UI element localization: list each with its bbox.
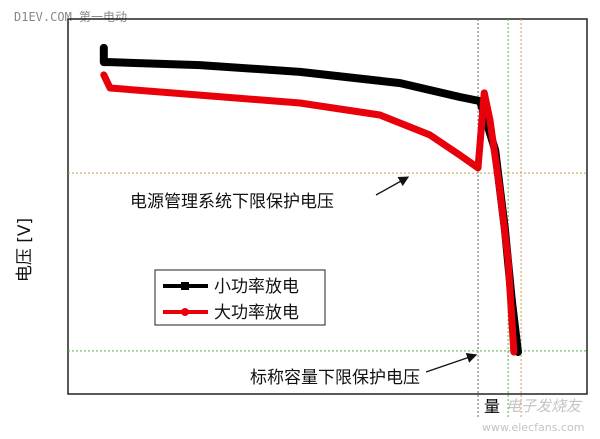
legend-marker-small [181, 282, 189, 290]
data-point [511, 350, 516, 354]
y-axis-label: 电压 [V] [15, 218, 35, 282]
data-point [497, 188, 502, 192]
watermark-url: www.elecfans.com [482, 421, 585, 434]
data-point [487, 117, 492, 122]
data-point [457, 153, 462, 158]
data-point [101, 60, 106, 65]
annotation-arrow-0 [375, 176, 410, 196]
legend: 小功率放电 大功率放电 [154, 269, 326, 326]
legend-label-large: 大功率放电 [214, 303, 299, 323]
annotation-0: 电源管理系统下限保护电压 [130, 192, 334, 212]
data-point [398, 81, 403, 86]
site-label: D1EV.COM 第一电动 [14, 10, 128, 24]
data-point [297, 101, 302, 105]
watermark-brand: 电子发烧友 [506, 397, 582, 415]
data-point [506, 258, 511, 263]
data-point [197, 63, 202, 68]
data-point [101, 72, 106, 77]
data-point [297, 69, 302, 74]
data-point [482, 90, 487, 95]
legend-label-small: 小功率放电 [214, 277, 299, 297]
data-point [457, 95, 462, 99]
annotation-arrow-1 [425, 352, 478, 373]
x-axis-label: 量 [484, 397, 500, 416]
data-point [197, 93, 202, 98]
annotation-1: 标称容量下限保护电压 [250, 368, 420, 388]
data-point [108, 60, 113, 65]
data-point [476, 165, 481, 170]
data-point [377, 113, 382, 117]
data-point [101, 45, 106, 50]
data-point [427, 132, 432, 137]
legend-marker-large [181, 308, 189, 316]
data-point [108, 86, 113, 90]
plot-frame [67, 18, 588, 395]
legend-box [154, 269, 326, 326]
